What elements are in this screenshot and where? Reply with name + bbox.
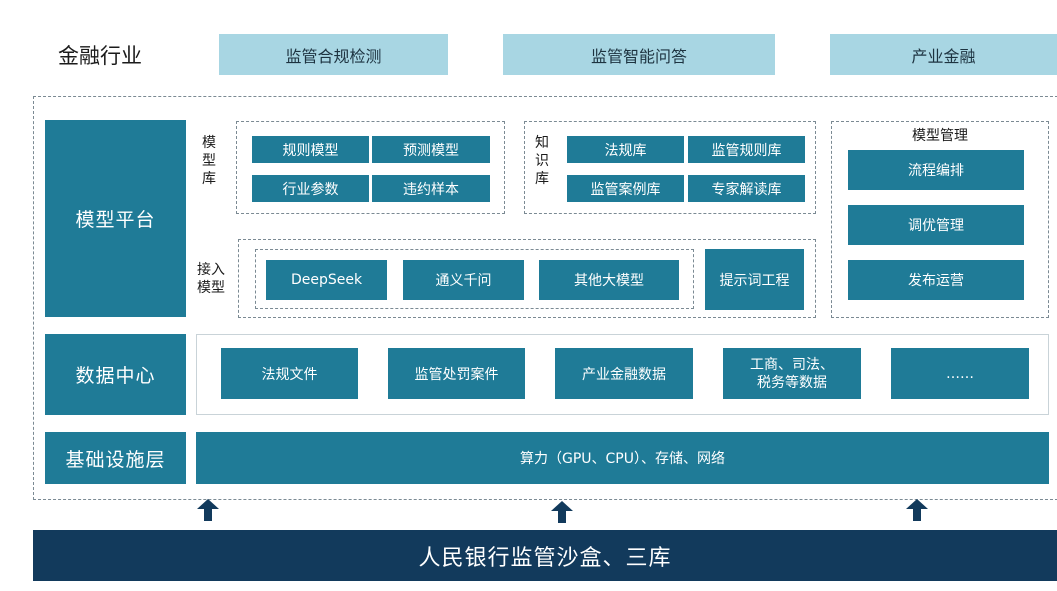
model-lib-label-line: 型 <box>202 153 216 169</box>
model-mgmt-frame <box>831 121 1049 318</box>
knowledge-lib-label-line: 知 <box>535 135 549 151</box>
data-center-item: …… <box>891 348 1029 399</box>
model-lib-label-line: 模 <box>202 135 216 151</box>
infra-content: 算力（GPU、CPU）、存储、网络 <box>196 432 1049 484</box>
model-mgmt-title: 模型管理 <box>912 128 968 144</box>
model-lib-item: 违约样本 <box>372 175 490 202</box>
data-center-item: 监管处罚案件 <box>388 348 525 399</box>
access-models-label-line: 模型 <box>197 280 225 296</box>
app-compliance-check: 监管合规检测 <box>219 34 448 75</box>
access-models-inner-frame <box>255 249 694 309</box>
industry-label: 金融行业 <box>58 44 142 68</box>
data-center-item: 产业金融数据 <box>555 348 693 399</box>
infra-title: 基础设施层 <box>45 432 186 484</box>
model-mgmt-item: 发布运营 <box>848 260 1024 300</box>
knowledge-lib-label: 知 识 库 <box>533 134 551 188</box>
app-smart-qa: 监管智能问答 <box>503 34 775 75</box>
up-arrow-icon <box>197 499 219 521</box>
model-platform-title: 模型平台 <box>45 120 186 317</box>
model-lib-item: 行业参数 <box>252 175 369 202</box>
access-model-item: DeepSeek <box>266 260 387 300</box>
knowledge-lib-item: 专家解读库 <box>688 175 805 202</box>
knowledge-lib-label-line: 库 <box>535 171 549 187</box>
knowledge-lib-frame <box>524 121 816 214</box>
model-lib-item: 预测模型 <box>372 136 490 163</box>
model-lib-item: 规则模型 <box>252 136 369 163</box>
access-models-label-line: 接入 <box>197 262 225 278</box>
access-model-item: 通义千问 <box>403 260 524 300</box>
data-center-item: 工商、司法、 税务等数据 <box>723 348 861 399</box>
sandbox-banner: 人民银行监管沙盒、三库 <box>33 530 1057 581</box>
prompt-engineering-box: 提示词工程 <box>705 249 804 310</box>
model-mgmt-item: 流程编排 <box>848 150 1024 190</box>
platform-outer-frame <box>33 96 1057 500</box>
app-industry-finance: 产业金融 <box>830 34 1057 75</box>
access-model-item: 其他大模型 <box>539 260 679 300</box>
model-mgmt-item: 调优管理 <box>848 205 1024 245</box>
model-lib-label-line: 库 <box>202 171 216 187</box>
up-arrow-icon <box>551 501 573 523</box>
knowledge-lib-item: 法规库 <box>567 136 684 163</box>
up-arrow-icon <box>906 499 928 521</box>
data-center-title: 数据中心 <box>45 334 186 415</box>
model-lib-label: 模 型 库 <box>200 134 218 188</box>
data-center-frame <box>196 334 1049 415</box>
knowledge-lib-item: 监管案例库 <box>567 175 684 202</box>
access-models-outer-frame <box>238 239 816 318</box>
data-center-item: 法规文件 <box>221 348 358 399</box>
knowledge-lib-label-line: 识 <box>535 153 549 169</box>
access-models-label: 接入 模型 <box>193 261 229 297</box>
model-lib-frame <box>236 121 505 214</box>
knowledge-lib-item: 监管规则库 <box>688 136 805 163</box>
